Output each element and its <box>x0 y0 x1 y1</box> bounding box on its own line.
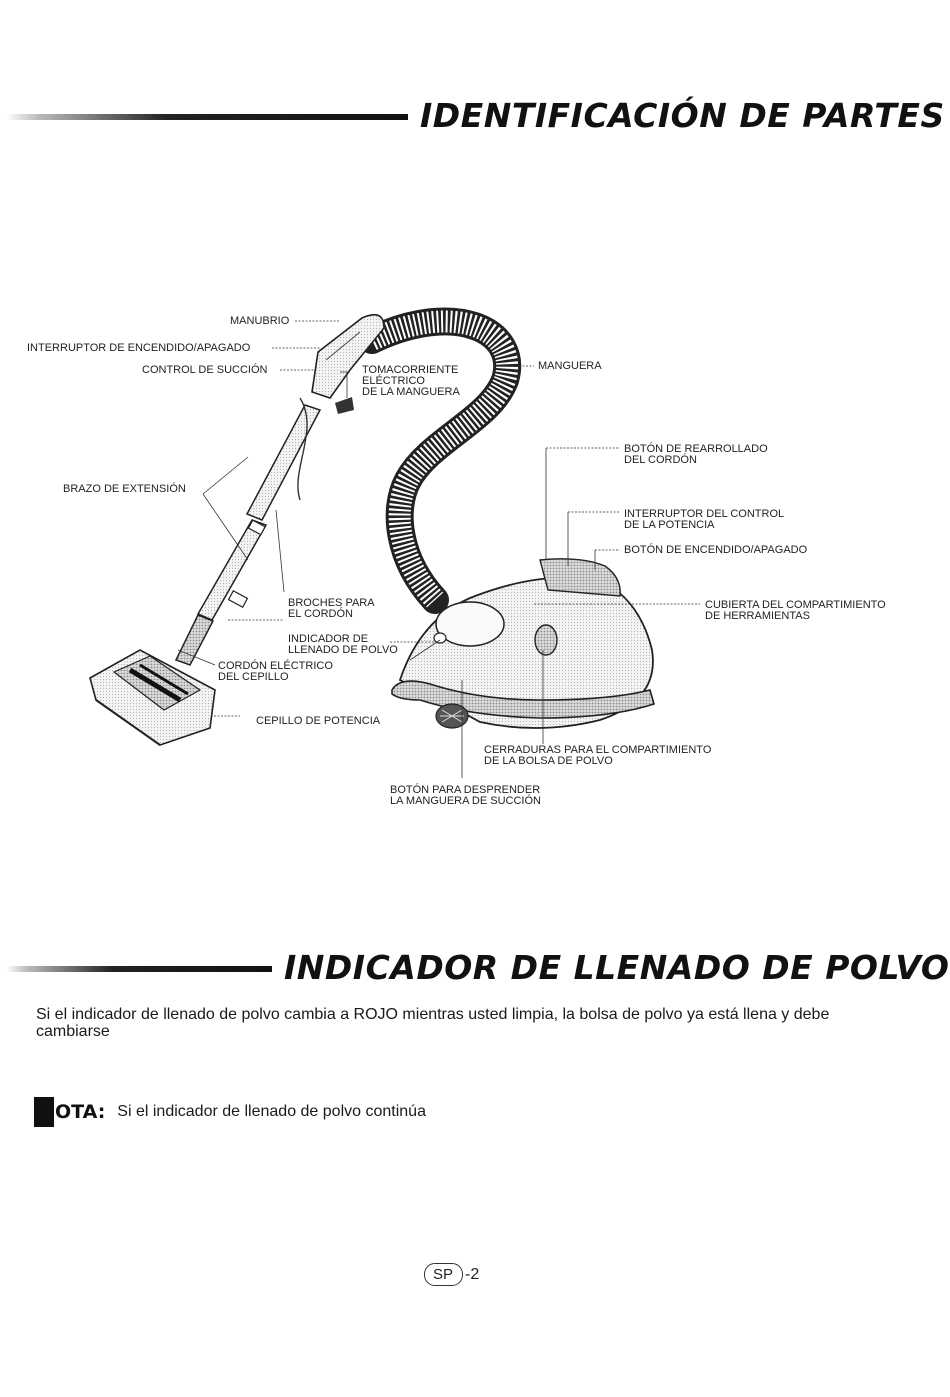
label-brazo-extension: BRAZO DE EXTENSIÓN <box>63 483 186 495</box>
section2-title: INDICADOR DE LLENADO DE POLVO <box>284 948 950 987</box>
canister-body <box>391 558 655 729</box>
label-boton-desprender: BOTÓN PARA DESPRENDER LA MANGUERA DE SUC… <box>390 784 541 807</box>
hose-outlet <box>297 397 354 501</box>
section2-rule <box>6 966 272 972</box>
label-manubrio: MANUBRIO <box>230 315 290 327</box>
label-manguera: MANGUERA <box>538 360 602 372</box>
page-number-value: -2 <box>465 1265 480 1283</box>
power-brush <box>89 649 216 746</box>
handle <box>311 313 385 399</box>
label-boton-rearrollado: BOTÓN DE REARROLLADO DEL CORDÓN <box>624 443 768 466</box>
section1-rule <box>6 114 408 120</box>
label-cepillo-potencia: CEPILLO DE POTENCIA <box>256 715 381 727</box>
section1-title: IDENTIFICACIÓN DE PARTES <box>420 96 945 135</box>
label-boton-encendido: BOTÓN DE ENCENDIDO/APAGADO <box>624 544 808 556</box>
note-text: Si el indicador de llenado de polvo cont… <box>117 1103 426 1120</box>
label-interruptor-encendido: INTERRUPTOR DE ENCENDIDO/APAGADO <box>27 342 251 354</box>
language-badge: SP <box>424 1263 464 1286</box>
note: OTA: Si el indicador de llenado de polvo… <box>34 1092 426 1132</box>
hose <box>358 307 521 614</box>
label-cubierta-herramientas: CUBIERTA DEL COMPARTIMIENTO DE HERRAMIEN… <box>705 599 886 622</box>
label-cordon-cepillo: CORDÓN ELÉCTRICO DEL CEPILLO <box>218 660 333 683</box>
label-control-succion: CONTROL DE SUCCIÓN <box>142 364 268 376</box>
note-mark-icon <box>34 1097 54 1127</box>
page-number: SP -2 <box>424 1263 479 1286</box>
label-indicador-llenado: INDICADOR DE LLENADO DE POLVO <box>288 633 398 656</box>
label-tomacorriente: TOMACORRIENTE ELÉCTRICO DE LA MANGUERA <box>362 364 460 398</box>
extension-wand <box>174 404 322 666</box>
section2-body: Si el indicador de llenado de polvo camb… <box>36 1006 830 1040</box>
label-broches-cordon: BROCHES PARA EL CORDÓN <box>288 597 375 620</box>
label-interruptor-control-potencia: INTERRUPTOR DEL CONTROL DE LA POTENCIA <box>624 508 785 531</box>
leader-lines <box>177 320 700 778</box>
note-label: OTA: <box>55 1101 106 1123</box>
label-cerraduras-bolsa: CERRADURAS PARA EL COMPARTIMIENTO DE LA … <box>484 744 712 767</box>
